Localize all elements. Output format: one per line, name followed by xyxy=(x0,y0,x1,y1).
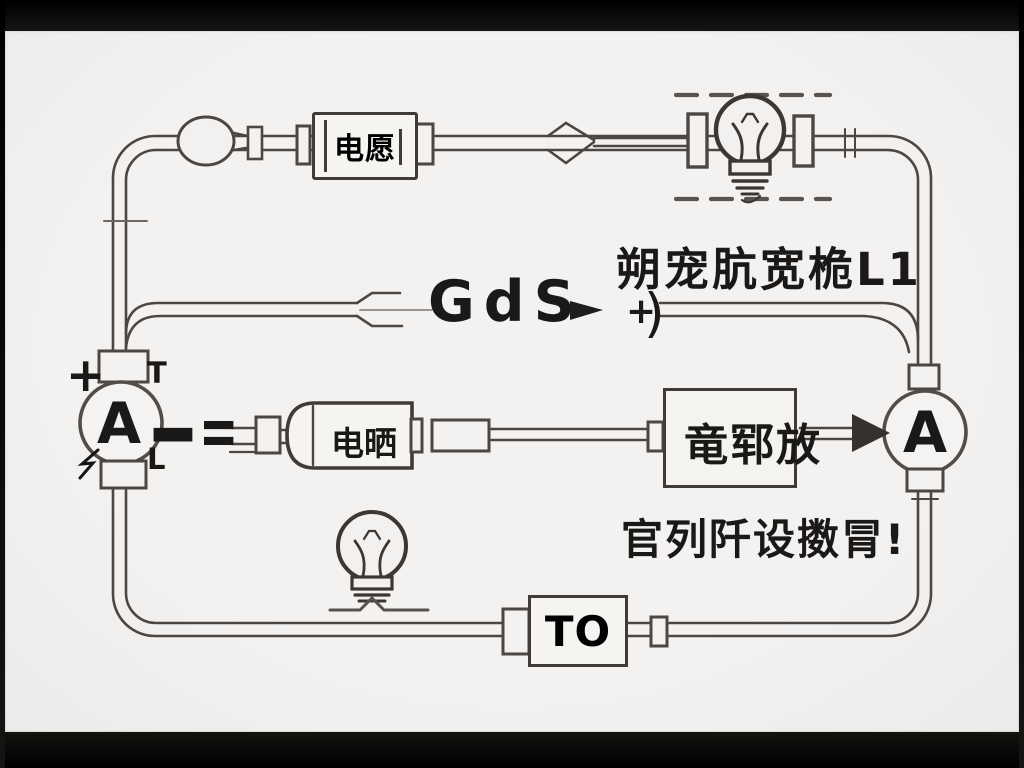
load-box-left-tab xyxy=(646,420,665,453)
left-meter-plus-mark: + xyxy=(66,348,106,403)
to-box-left-collar xyxy=(501,607,531,656)
load-box-label: 竜郓放 xyxy=(684,420,822,471)
left-meter-t-mark: T xyxy=(147,356,167,390)
equals-mark: = xyxy=(199,390,239,473)
junction-paren-mark: ) xyxy=(644,283,665,344)
right-ammeter-letter: A xyxy=(903,400,948,466)
battery-assembly xyxy=(228,401,650,470)
left-ammeter-letter: A xyxy=(97,391,142,457)
bottom-caption: 官列阡设擞冐! xyxy=(621,515,907,564)
left-meter-top-collar xyxy=(97,349,150,384)
left-meter-bottom-collar xyxy=(99,459,148,490)
middle-right-branch-wire xyxy=(658,301,920,354)
power-box-left-tab xyxy=(295,124,312,166)
power-box-inner-bar xyxy=(324,120,327,172)
to-box-right-collar xyxy=(649,615,669,648)
lamp-left-terminal xyxy=(686,112,709,169)
light-bulb-icon xyxy=(713,93,787,204)
left-meter-minus-mark: − xyxy=(147,361,199,500)
letterbox-bottom xyxy=(0,732,1024,768)
power-box-right-tab xyxy=(414,122,435,166)
to-box-label: TO xyxy=(544,606,612,656)
junction-plus-mark: + xyxy=(626,291,657,332)
lamp-right-terminal xyxy=(792,114,815,168)
power-source-box: 电愿 xyxy=(312,112,418,180)
top-fork xyxy=(546,121,690,165)
light-bulb-icon xyxy=(328,510,430,612)
oval-connector xyxy=(176,115,236,167)
lamp-caption: 朔宠肮宽桅L1 xyxy=(616,243,922,296)
letterbox-top xyxy=(0,0,1024,31)
to-box: TO xyxy=(528,595,628,667)
letterbox-right xyxy=(1019,0,1024,768)
power-box-inner-bar xyxy=(399,129,402,165)
power-box-label: 电愿 xyxy=(334,132,396,167)
gds-label: GdS xyxy=(428,269,584,335)
right-solid-triangle-icon xyxy=(570,301,603,320)
middle-left-branch-wire xyxy=(124,291,433,350)
right-meter-top-collar xyxy=(907,363,941,391)
double-line-right-arrow xyxy=(798,414,890,452)
oval-taper xyxy=(232,125,264,161)
left-meter-l-mark: L xyxy=(147,442,166,476)
wire-ticks xyxy=(844,128,856,158)
letterbox-left xyxy=(0,0,5,768)
battery-label: 电晒 xyxy=(331,424,397,463)
load-box xyxy=(663,388,797,488)
right-meter-bottom-collar xyxy=(905,467,945,493)
lightning-squiggle xyxy=(77,448,100,480)
